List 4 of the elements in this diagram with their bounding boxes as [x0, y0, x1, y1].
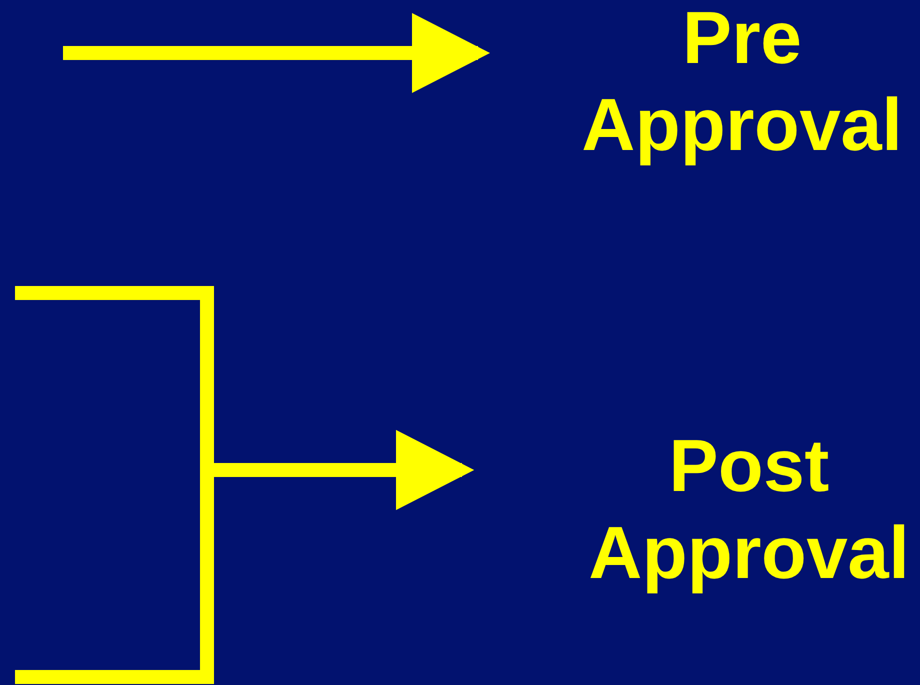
- stage-label: Pre Approval: [580, 0, 904, 168]
- arrow: [15, 430, 474, 684]
- arrow: [63, 13, 490, 93]
- stage-label: Post Approval: [588, 423, 910, 596]
